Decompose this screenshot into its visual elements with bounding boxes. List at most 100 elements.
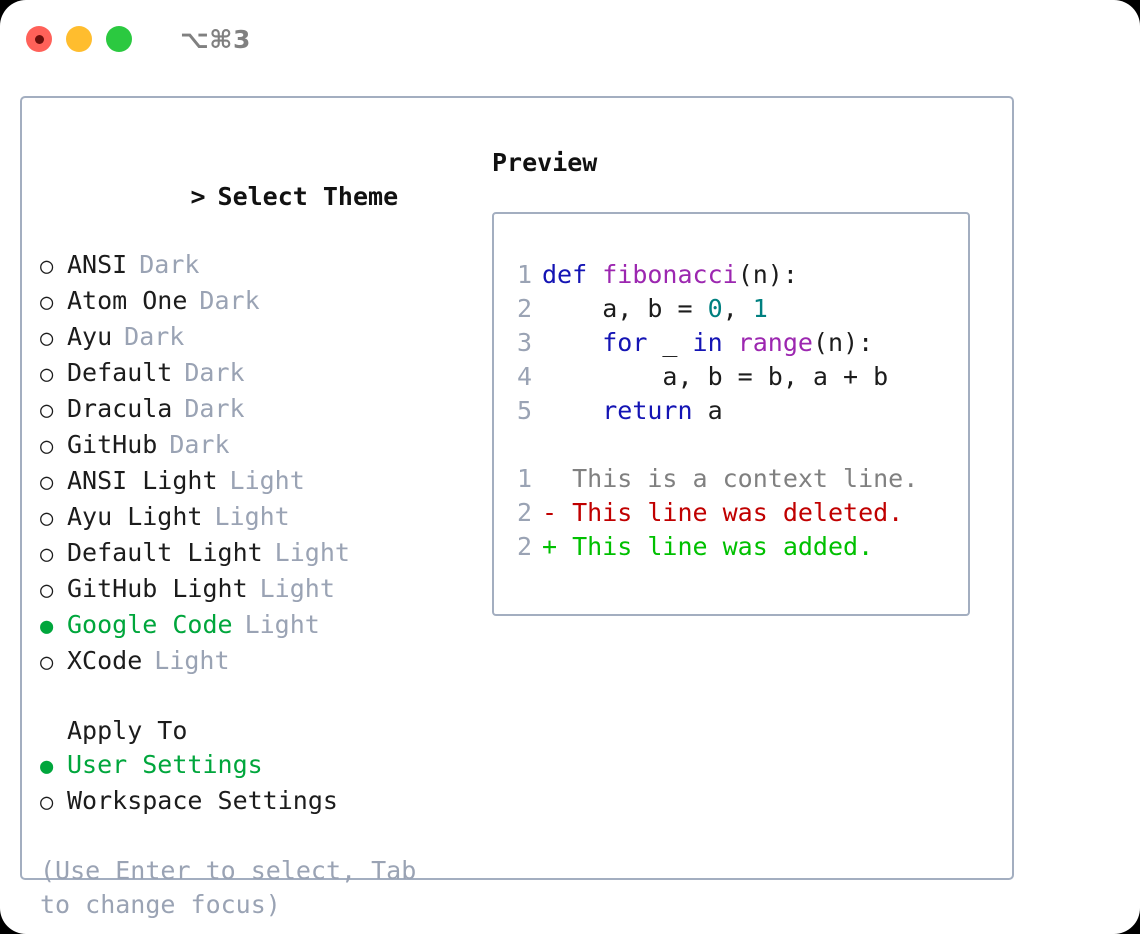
code-line-content: for _ in range(n):: [542, 326, 873, 360]
radio-selected-icon: ●: [40, 614, 54, 639]
code-token-pl: [542, 396, 602, 425]
code-token-kw: def: [542, 260, 603, 289]
theme-option-variant-tag: Dark: [184, 394, 245, 423]
diff-line-text: + This line was added.: [542, 532, 874, 561]
code-diff-spacer: [508, 428, 968, 462]
code-line-number: 4: [516, 362, 532, 391]
apply-to-option-workspace-settings[interactable]: ○Workspace Settings: [40, 784, 486, 820]
apply-to-option-user-settings[interactable]: ● User Settings: [40, 748, 486, 784]
diff-block: 1 This is a context line.2- This line wa…: [508, 462, 968, 564]
code-token-kw: for: [602, 328, 648, 357]
radio-unselected-icon: ○: [40, 362, 54, 387]
minimize-button-icon[interactable]: [66, 26, 92, 52]
radio-unselected-icon: ○: [40, 542, 54, 567]
code-token-pl: a: [692, 396, 723, 425]
theme-option-label: ANSI Light: [67, 466, 218, 495]
preview-title: Preview: [492, 148, 598, 177]
theme-option-variant-tag: Dark: [139, 250, 200, 279]
diff-line-number: 1: [516, 464, 532, 493]
zoom-button-icon[interactable]: [106, 26, 132, 52]
close-button-icon[interactable]: [26, 26, 52, 52]
diff-line-text: - This line was deleted.: [542, 498, 904, 527]
theme-option-variant-tag: Dark: [169, 430, 230, 459]
diff-line-text: This is a context line.: [542, 464, 919, 493]
theme-option-dracula[interactable]: ○ Dracula Dark: [40, 392, 486, 428]
code-line-number: 2: [516, 294, 532, 323]
code-token-kw: in: [692, 328, 723, 357]
theme-option-ayu[interactable]: ○ Ayu Dark: [40, 320, 486, 356]
select-theme-heading: >Select Theme: [40, 146, 486, 248]
code-line: 4 a, b = b, a + b: [508, 360, 968, 394]
theme-option-variant-tag: Light: [274, 538, 350, 567]
theme-option-label: Google Code: [67, 610, 233, 639]
code-line-content: a, b = b, a + b: [542, 360, 888, 394]
theme-option-variant-tag: Dark: [124, 322, 185, 351]
theme-option-label: Atom One: [67, 286, 188, 315]
theme-option-label: Ayu: [67, 322, 113, 351]
apply-to-heading: Apply To: [67, 716, 188, 745]
code-line: 3 for _ in range(n):: [508, 326, 968, 360]
code-token-pl: (n):: [812, 328, 874, 357]
theme-option-github-light[interactable]: ○ GitHub Light Light: [40, 572, 486, 608]
theme-option-label: Default Light: [67, 538, 263, 567]
code-token-num: 1: [752, 294, 768, 323]
code-line-content: def fibonacci(n):: [542, 258, 798, 292]
code-token-kw: return: [602, 396, 693, 425]
radio-selected-icon: ●: [40, 754, 54, 779]
theme-option-label: GitHub: [67, 430, 158, 459]
theme-option-label: Dracula: [67, 394, 173, 423]
title-bar: ⌥⌘3: [0, 0, 1140, 78]
theme-option-label: GitHub Light: [67, 574, 248, 603]
diff-line-add: 2 + This line was added.: [508, 530, 968, 564]
diff-line-ctx: 1 This is a context line.: [508, 462, 968, 496]
apply-to-list: ● User Settings ○Workspace Settings: [40, 748, 486, 820]
code-line-number: 3: [516, 328, 532, 357]
theme-option-ansi-light[interactable]: ○ ANSI Light Light: [40, 464, 486, 500]
theme-option-variant-tag: Light: [229, 466, 305, 495]
keyboard-hint-text: (Use Enter to select, Tab to change focu…: [40, 856, 432, 919]
code-line-content: a, b = 0, 1: [542, 292, 768, 326]
radio-unselected-icon: ○: [40, 326, 54, 351]
apply-to-option-label: Workspace Settings: [67, 786, 338, 815]
code-token-pl: _: [647, 328, 693, 357]
code-line: 5 return a: [508, 394, 968, 428]
radio-unselected-icon: ○: [40, 470, 54, 495]
radio-unselected-icon: ○: [40, 650, 54, 675]
radio-unselected-icon: ○: [40, 290, 54, 315]
diff-line-del: 2- This line was deleted.: [508, 496, 968, 530]
code-line-number: 1: [516, 260, 532, 289]
code-token-num: 0: [707, 294, 723, 323]
theme-option-label: ANSI: [67, 250, 128, 279]
radio-unselected-icon: ○: [40, 398, 54, 423]
theme-option-variant-tag: Light: [154, 646, 230, 675]
code-line: 1 def fibonacci(n):: [508, 258, 968, 292]
apply-to-option-label: User Settings: [67, 750, 263, 779]
diff-line-number: 2: [516, 532, 532, 561]
radio-unselected-icon: ○: [40, 578, 54, 603]
theme-option-variant-tag: Light: [259, 574, 335, 603]
hint-spacer: [40, 820, 486, 854]
code-token-fn: fibonacci: [602, 260, 738, 289]
theme-option-default-light[interactable]: ○ Default Light Light: [40, 536, 486, 572]
code-token-fn: range: [737, 328, 813, 357]
theme-option-label: Ayu Light: [67, 502, 203, 531]
theme-option-label: Default: [67, 358, 173, 387]
section-spacer: [40, 680, 486, 714]
radio-unselected-icon: ○: [40, 506, 54, 531]
traffic-lights: [26, 26, 132, 52]
code-token-pl: a, b =: [542, 294, 708, 323]
code-line-content: return a: [542, 394, 723, 428]
